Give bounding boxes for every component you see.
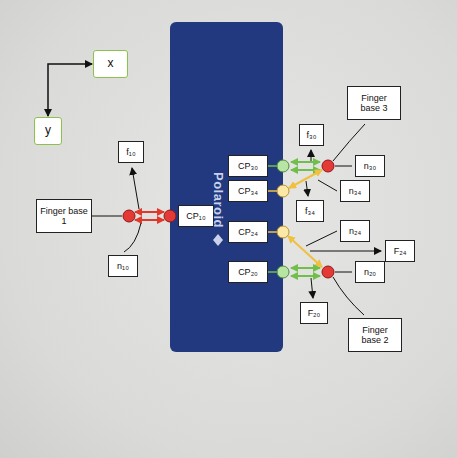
callout-text: n₃₄ bbox=[349, 186, 361, 196]
callout-text: CP₁₀ bbox=[186, 211, 205, 221]
callout-text: CP₃₀ bbox=[238, 161, 258, 171]
finger-dot bbox=[322, 266, 334, 278]
finger-dot bbox=[123, 210, 135, 222]
leader-line bbox=[92, 216, 122, 217]
leader-line bbox=[335, 166, 352, 167]
callout-text: f₃₀ bbox=[307, 130, 317, 140]
label-box: n₁₀ bbox=[108, 255, 138, 277]
tick-line bbox=[268, 190, 277, 192]
label-box: CP₁₀ bbox=[178, 205, 214, 227]
force-arrow bbox=[306, 181, 308, 196]
tick-line bbox=[268, 271, 277, 273]
callout-text: Finger base 3 bbox=[351, 93, 397, 114]
callout-text: n₁₀ bbox=[117, 261, 129, 271]
callout-text: f₃₄ bbox=[305, 206, 315, 216]
callout-text: f₁₀ bbox=[126, 147, 135, 157]
label-box: f₃₄ bbox=[296, 200, 324, 222]
label-box: n₂₀ bbox=[355, 261, 385, 283]
callout-text: Finger base 1 bbox=[40, 206, 88, 227]
leader-line bbox=[335, 272, 352, 273]
camera-case bbox=[170, 22, 283, 352]
callout-text: n₂₀ bbox=[364, 267, 376, 277]
label-box: n₃₀ bbox=[355, 155, 385, 177]
label-box: Finger base 2 bbox=[348, 318, 402, 352]
logo-diamond bbox=[213, 234, 223, 246]
callout-text: CP₂₀ bbox=[238, 267, 258, 277]
label-box: n₃₄ bbox=[340, 180, 370, 202]
axis-arrow bbox=[48, 64, 92, 116]
force-arrow bbox=[311, 150, 312, 161]
label-box: CP₃₄ bbox=[228, 180, 268, 202]
leader-line bbox=[124, 223, 141, 252]
callout-text: n₃₀ bbox=[364, 161, 376, 171]
force-arrow bbox=[310, 251, 381, 252]
callout-text: Finger base 2 bbox=[352, 325, 398, 346]
contact-dot bbox=[277, 160, 289, 172]
force-arrow bbox=[311, 278, 313, 298]
tick-line bbox=[268, 231, 277, 233]
label-box: F₂₄ bbox=[385, 240, 415, 262]
contact-arrow bbox=[289, 170, 322, 188]
contact-dot bbox=[277, 266, 289, 278]
label-box: CP₂₄ bbox=[228, 221, 268, 243]
contact-dot bbox=[277, 185, 289, 197]
axis-label: y bbox=[45, 124, 51, 138]
axis-box: y bbox=[34, 117, 62, 145]
contact-arrow bbox=[291, 169, 320, 171]
contact-dot bbox=[164, 210, 176, 222]
label-box: f₃₀ bbox=[299, 124, 324, 146]
label-box: n₂₄ bbox=[340, 220, 370, 242]
label-box: F₂₀ bbox=[300, 302, 328, 324]
tick-line bbox=[268, 165, 277, 167]
label-box: f₁₀ bbox=[118, 141, 144, 163]
contact-arrow bbox=[135, 219, 164, 221]
contact-arrow bbox=[291, 275, 320, 277]
callout-text: CP₃₄ bbox=[238, 186, 258, 196]
contact-arrow bbox=[135, 211, 164, 213]
contact-dot bbox=[277, 226, 289, 238]
axis-box: x bbox=[93, 50, 128, 78]
callout-text: CP₂₄ bbox=[238, 227, 258, 237]
callout-text: n₂₄ bbox=[349, 226, 361, 236]
label-box: Finger base 3 bbox=[347, 86, 401, 120]
contact-arrow bbox=[291, 161, 320, 163]
label-box: Finger base 1 bbox=[36, 199, 92, 233]
force-arrow bbox=[132, 168, 139, 209]
brand-watermark: Polaroid bbox=[211, 172, 226, 228]
callout-text: F₂₀ bbox=[308, 308, 321, 318]
contact-arrow bbox=[291, 267, 320, 269]
leader-line bbox=[306, 231, 337, 246]
label-box: CP₃₀ bbox=[228, 155, 268, 177]
label-box: CP₂₀ bbox=[228, 261, 268, 283]
axis-label: x bbox=[108, 57, 114, 71]
callout-text: F₂₄ bbox=[394, 246, 407, 256]
leader-line bbox=[318, 180, 337, 191]
finger-dot bbox=[322, 160, 334, 172]
